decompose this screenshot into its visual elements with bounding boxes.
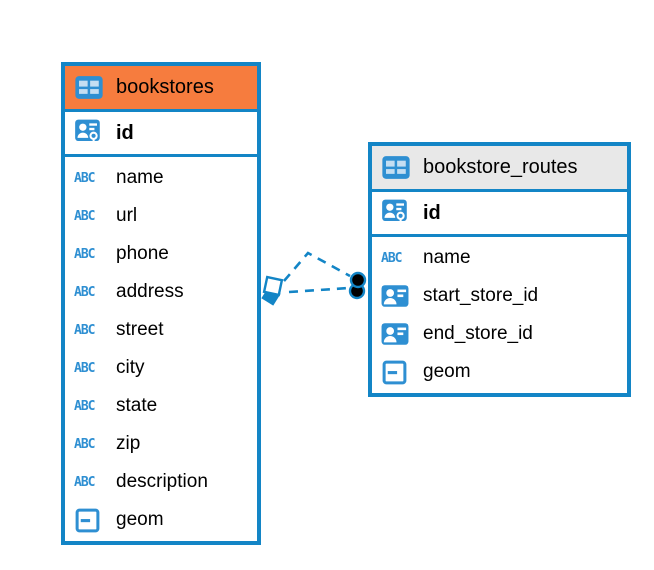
geometry-icon — [74, 507, 107, 534]
column-row-name[interactable]: ABC name — [372, 239, 627, 277]
table-bookstores[interactable]: bookstores id ABC name — [61, 62, 261, 545]
abc-text-type-icon: ABC — [74, 360, 96, 376]
column-name: id — [116, 121, 134, 144]
table-name: bookstores — [116, 76, 214, 98]
person-key-icon — [74, 118, 107, 148]
column-row-id[interactable]: id — [65, 112, 257, 157]
column-list: ABC name start_store_id — [372, 237, 627, 393]
abc-text-type-icon: ABC — [74, 398, 96, 414]
column-name: phone — [116, 243, 169, 264]
column-row-address[interactable]: ABC address — [65, 273, 257, 311]
column-list: ABC name ABC url ABC phone ABC address A… — [65, 157, 257, 541]
relationship-lines[interactable] — [283, 251, 351, 294]
abc-text-type-icon: ABC — [74, 246, 96, 262]
column-name: geom — [423, 361, 471, 382]
column-name: zip — [116, 433, 141, 454]
column-name: address — [116, 281, 184, 302]
relationship-line-2[interactable] — [288, 286, 350, 294]
column-name: description — [116, 471, 208, 492]
column-name: start_store_id — [423, 285, 539, 306]
person-card-icon — [381, 322, 414, 346]
column-name: city — [116, 357, 145, 378]
column-row-state[interactable]: ABC state — [65, 387, 257, 425]
column-row-description[interactable]: ABC description — [65, 463, 257, 501]
column-name: url — [116, 205, 138, 226]
abc-text-type-icon: ABC — [74, 284, 96, 300]
column-row-city[interactable]: ABC city — [65, 349, 257, 387]
circle-target-markers[interactable] — [348, 271, 367, 300]
abc-text-type-icon: ABC — [74, 322, 96, 338]
column-name: state — [116, 395, 158, 416]
person-key-icon — [381, 198, 414, 228]
abc-text-type-icon: ABC — [74, 436, 96, 452]
person-card-icon — [381, 284, 414, 308]
column-row-end-store-id[interactable]: end_store_id — [372, 315, 627, 353]
abc-text-type-icon: ABC — [74, 474, 96, 490]
column-row-name[interactable]: ABC name — [65, 159, 257, 197]
column-row-street[interactable]: ABC street — [65, 311, 257, 349]
column-row-phone[interactable]: ABC phone — [65, 235, 257, 273]
column-name: geom — [116, 509, 164, 530]
abc-text-type-icon: ABC — [74, 208, 96, 224]
geometry-icon — [381, 359, 414, 386]
table-bookstore-routes[interactable]: bookstore_routes id ABC name — [368, 142, 631, 397]
column-row-url[interactable]: ABC url — [65, 197, 257, 235]
diamond-source-marker[interactable] — [261, 275, 284, 306]
table-name: bookstore_routes — [423, 156, 578, 178]
abc-text-type-icon: ABC — [74, 170, 96, 186]
column-row-zip[interactable]: ABC zip — [65, 425, 257, 463]
column-row-start-store-id[interactable]: start_store_id — [372, 277, 627, 315]
column-name: name — [116, 167, 164, 188]
column-name: end_store_id — [423, 323, 533, 344]
relationship-line-1[interactable] — [283, 251, 351, 282]
column-name: name — [423, 247, 471, 268]
table-header-bookstore-routes[interactable]: bookstore_routes — [372, 146, 627, 192]
column-name: id — [423, 201, 441, 224]
column-row-geom[interactable]: geom — [372, 353, 627, 391]
column-name: street — [116, 319, 164, 340]
table-icon — [381, 155, 414, 180]
column-row-id[interactable]: id — [372, 192, 627, 237]
column-row-geom[interactable]: geom — [65, 501, 257, 539]
table-icon — [74, 75, 107, 100]
abc-text-type-icon: ABC — [381, 250, 403, 266]
table-header-bookstores[interactable]: bookstores — [65, 66, 257, 112]
